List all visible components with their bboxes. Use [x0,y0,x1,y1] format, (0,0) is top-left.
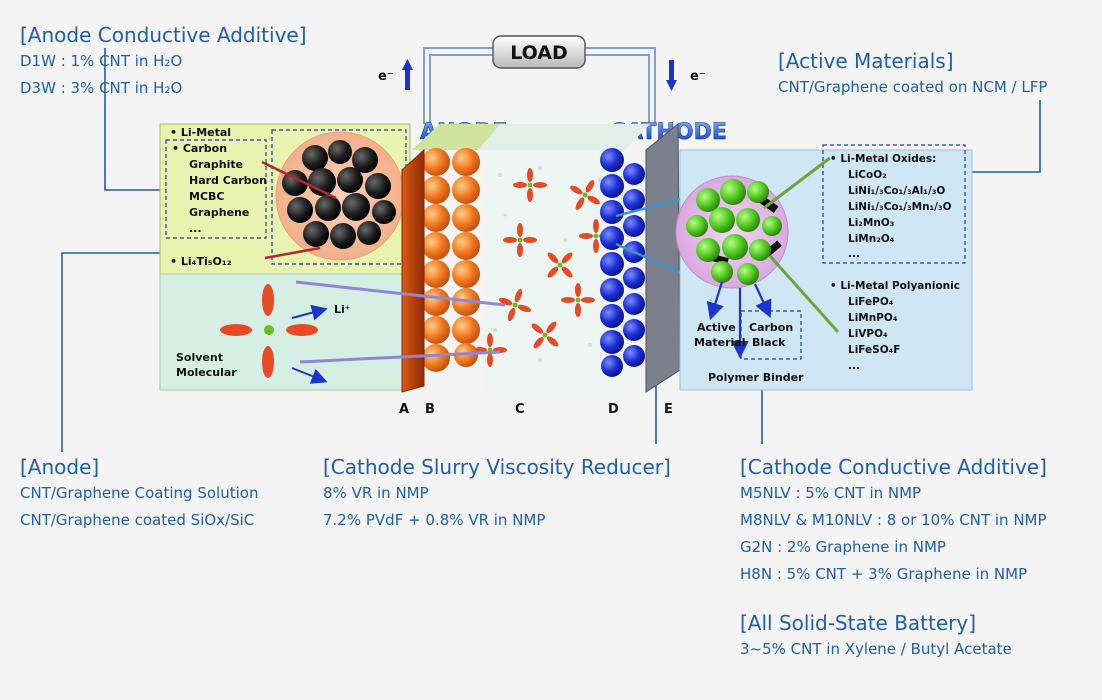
callout-title: [Active Materials] [778,49,954,73]
oxide-item: LiMn₂O₄ [848,233,895,245]
letter-d: D [608,402,619,417]
callout-line: 7.2% PVdF + 0.8% VR in NMP [323,511,546,529]
anode-current-collector [401,148,425,393]
polyanionic-item: LiFeSO₄F [848,344,900,356]
cathode-particle-circle [675,175,789,289]
section-lines [295,280,506,364]
li-ion-arrow [291,304,328,321]
oxide-item: ... [848,248,860,260]
callout-slurry-reducer: [Cathode Slurry Viscosity Reducer] 8% VR… [323,454,671,534]
pointer-line [261,160,337,200]
load-label: LOAD [510,42,568,64]
oxide-item: LiCoO₂ [848,169,887,181]
polyanionic-item: LiVPO₄ [848,328,888,340]
oxide-item: Li₂MnO₃ [848,217,895,229]
callout-line: CNT/Graphene coated SiOx/SiC [20,511,255,529]
cathode-blue-spheres [600,148,645,377]
pointer-line [763,156,831,210]
solvent-arrow [291,367,328,384]
solvent-molecule [220,284,318,378]
electron-label-left: e⁻ [378,69,394,84]
callout-title: [Anode Conductive Additive] [20,23,307,47]
cathode-current-collector [645,122,681,393]
oxide-item: LiNi₁/₃Co₁/₃Mn₁/₃O [848,201,952,213]
callout-line: 3~5% CNT in Xylene / Butyl Acetate [740,640,1012,658]
item-graphite: Graphite [189,158,243,171]
solvent-panel [159,273,411,391]
item-graphene: Graphene [189,206,249,219]
callout-line: CNT/Graphene Coating Solution [20,484,259,502]
carbon-dashed-box [165,139,267,239]
electron-arrow-up-icon [402,59,413,90]
cathode-section-lines [615,194,693,280]
callout-line: M5NLV : 5% CNT in NMP [740,484,922,502]
item-ellipsis: ... [189,222,202,235]
pointer-line [264,246,321,260]
carbon-black-label-1: Carbon [749,321,793,334]
anode-materials-list: • Li-Metal • Carbon Graphite Hard Carbon… [170,126,267,268]
letter-a: A [399,402,409,417]
callout-line: G2N : 2% Graphene in NMP [740,538,946,556]
polyanionic-item: LiFePO₄ [848,296,894,308]
oxides-title: • Li-Metal Oxides: [830,153,936,165]
cathode-materials-list: • Li-Metal Oxides: LiCoO₂ LiNi₁/₃Co₁/₃Al… [830,153,960,372]
callout-line: H8N : 5% CNT + 3% Graphene in NMP [740,565,1028,583]
carbon-black-label-2: Black [752,336,786,349]
letter-c: C [515,402,525,417]
callout-line: M8NLV & M10NLV : 8 or 10% CNT in NMP [740,511,1047,529]
polymer-binder-label: Polymer Binder [708,371,804,384]
cathode-arrows [706,281,772,359]
callout-line: CNT/Graphene coated on NCM / LFP [778,78,1048,96]
callout-line: 8% VR in NMP [323,484,429,502]
callout-line: D1W : 1% CNT in H₂O [20,52,183,70]
pointer-line [768,254,840,334]
solvent-label-2: Molecular [176,366,237,379]
item-hard-carbon: Hard Carbon [189,174,267,187]
letter-e: E [664,402,673,417]
item-lto: • Li₄Ti₅O₁₂ [170,255,232,268]
polyanionic-title: • Li-Metal Polyanionic [830,280,960,292]
letter-b: B [425,402,435,417]
electron-label-right: e⁻ [690,69,706,84]
anode-particle-circle [275,131,405,261]
layer-letters: A B C D E [399,402,673,417]
oxides-dashed-box [822,144,966,264]
li-ion-clusters [473,168,613,367]
item-mcbc: MCBC [189,190,224,203]
callout-solid-state: [All Solid-State Battery] 3~5% CNT in Xy… [740,610,1012,663]
load-box [492,35,586,69]
oxide-item: LiNi₁/₃Co₁/₃Al₁/₃O [848,185,945,197]
polyanionic-item: ... [848,360,860,372]
li-ion-label: Li⁺ [334,303,351,316]
callout-line: D3W : 3% CNT in H₂O [20,79,183,97]
item-li-metal: • Li-Metal [170,126,231,139]
callout-title: [Cathode Conductive Additive] [740,455,1047,479]
anode-layer-top [412,124,500,150]
polyanionic-item: LiMnPO₄ [848,312,898,324]
particle-dashed-box [271,129,407,265]
callout-title: [Anode] [20,455,100,479]
active-material-label-1: Active [697,321,736,334]
anode-orange-spheres [422,148,480,372]
callout-anode-additive: [Anode Conductive Additive] D1W : 1% CNT… [20,22,307,102]
item-carbon: • Carbon [172,142,227,155]
callout-anode: [Anode] CNT/Graphene Coating Solution CN… [20,454,258,534]
callout-cathode-additive: [Cathode Conductive Additive] M5NLV : 5%… [740,454,1047,588]
callout-title: [Cathode Slurry Viscosity Reducer] [323,455,671,479]
circuit-wires [423,47,656,124]
solvent-label-1: Solvent [176,351,223,364]
active-material-label-2: Material [694,336,745,349]
callout-active-materials: [Active Materials] CNT/Graphene coated o… [778,48,1047,101]
callout-title: [All Solid-State Battery] [740,611,977,635]
electron-arrow-down-icon [666,60,677,91]
